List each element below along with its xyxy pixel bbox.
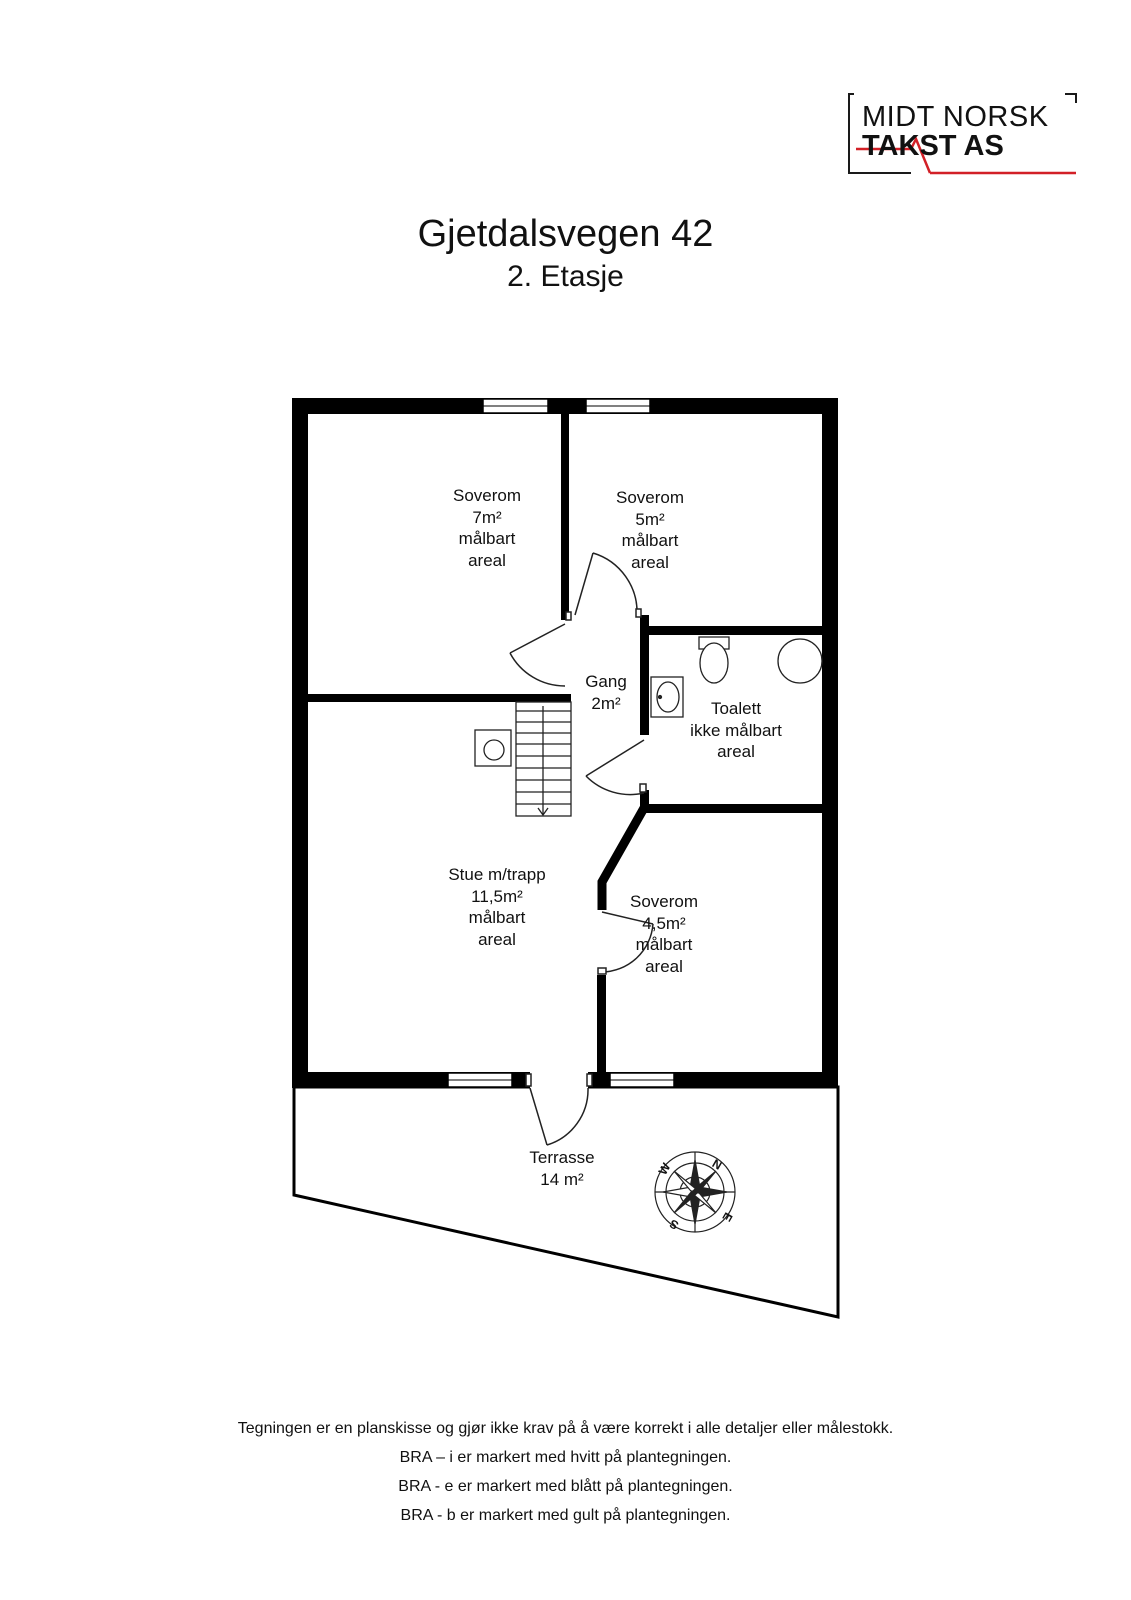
toilet-bowl-icon <box>699 642 729 684</box>
shower-icon <box>777 638 823 684</box>
compass-rose-icon <box>654 1151 736 1233</box>
staircase <box>515 701 572 817</box>
company-logo: MIDT NORSK TAKST AS <box>848 93 1078 175</box>
logo-text-ta: TA <box>862 130 899 162</box>
floor-subtitle: 2. Etasje <box>507 260 624 293</box>
disclaimer-line: BRA – i er markert med hvitt på plantegn… <box>399 1449 732 1466</box>
disclaimer-line: Tegningen er en planskisse og gjør ikke … <box>237 1420 894 1437</box>
windows <box>447 398 675 1088</box>
page-title: Gjetdalsvegen 42 <box>417 213 714 255</box>
logo-text-line2: TAKST AS <box>862 131 1004 161</box>
logo-text-kst: KST AS <box>898 130 1004 162</box>
disclaimer-line: BRA - b er markert med gult på plantegni… <box>400 1507 731 1524</box>
disclaimer: Tegningen er en planskisse og gjør ikke … <box>0 1414 1131 1530</box>
terrace-outline <box>292 1085 840 1319</box>
diagonal-wall <box>597 805 648 910</box>
door-swings <box>509 552 654 1146</box>
interior-walls <box>306 410 825 1073</box>
logo-text-line1: MIDT NORSK <box>862 101 1049 133</box>
toilet-fixtures <box>650 636 823 718</box>
disclaimer-line: BRA - e er markert med blått på plantegn… <box>398 1478 733 1495</box>
logo-frame <box>848 93 1077 175</box>
stove-icon <box>474 729 512 767</box>
